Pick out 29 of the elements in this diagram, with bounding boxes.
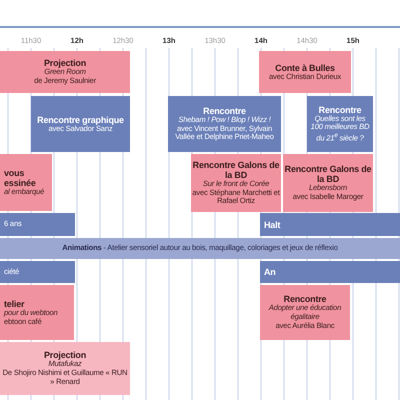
event-title: Rencontre Galons de la BD: [192, 160, 280, 180]
schedule-bar: [260, 213, 400, 236]
event-title: Rencontre: [318, 104, 362, 115]
event-card: [259, 51, 351, 93]
event-card: [0, 285, 74, 340]
schedule-bar: [0, 213, 75, 236]
event-card: [307, 96, 373, 152]
event-title: Conte à Bulles: [275, 62, 335, 73]
event-card: [0, 342, 130, 395]
event-title: vous essinée: [4, 168, 36, 188]
event-title: telier: [4, 298, 24, 309]
event-title: Halt: [264, 220, 280, 230]
activity-band: [0, 238, 400, 259]
event-title: Rencontre Galons de la BD: [284, 164, 372, 184]
event-card: [31, 96, 130, 152]
event-card: [0, 51, 130, 93]
event-card: [260, 285, 350, 340]
event-title: Projection: [44, 58, 86, 68]
event-card: [191, 154, 281, 212]
schedule-bar: [260, 261, 400, 283]
event-title: Rencontre graphique: [37, 114, 124, 125]
event-title: Rencontre: [284, 294, 326, 304]
event-title: Rencontre: [203, 106, 246, 116]
event-card: [0, 154, 52, 211]
event-title: An: [264, 267, 276, 277]
event-card: [283, 154, 373, 212]
event-card: [168, 96, 281, 152]
event-title: Projection: [44, 350, 86, 360]
schedule-bar: [0, 261, 75, 283]
